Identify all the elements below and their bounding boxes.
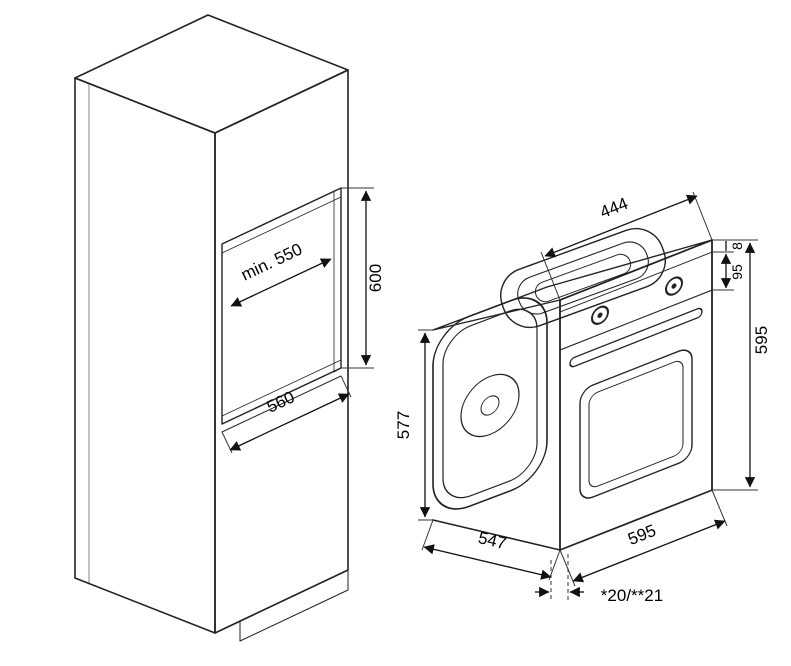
oven-rear-face [432,297,548,510]
top-trim-line [559,251,713,313]
knob-right-dot [671,283,677,289]
rear-outline [432,297,548,510]
door-handle [569,307,703,368]
recess-inner [534,253,632,303]
cabinet-top-face [74,14,349,134]
dim-label-door-protrusion: *20/**21 [601,586,663,605]
dim-label-oven-front-width: 595 [625,521,658,549]
cabinet-side-face [74,77,216,634]
cabinet-front-face [214,69,349,634]
rear-inner-outline [442,308,538,499]
dim-label-trim-height: 8 [729,242,745,250]
door-window-inner [588,360,684,488]
dim-line-niche-width [229,393,350,451]
dim-line-oven-front-width [572,519,726,583]
dim-oven-depth: 547 [421,519,561,581]
dim-label-niche-height: 600 [366,264,385,292]
dim-oven-rear-height: 577 [394,329,433,521]
ext-line [692,191,713,241]
oven-drawing: 444 577 547 595 595 [394,191,771,605]
dim-label-niche-width: 560 [264,387,298,416]
dim-label-panel-height: 95 [729,264,745,280]
dim-oven-front-height: 595 [712,239,771,491]
rear-fan-hub [480,395,500,416]
door-window-outer [579,349,693,499]
niche-right-wall [333,187,342,373]
rear-fan-circle [460,373,520,438]
dim-niche-depth: min. 550 [230,240,332,307]
dim-door-protrusion: *20/**21 [535,554,663,605]
cabinet-drawing: min. 550 600 560 [74,14,385,642]
dim-oven-top-width: 444 [540,191,713,301]
knob-left-dot [597,312,603,318]
dim-oven-front-width: 595 [559,489,728,587]
oven-front-face [559,239,713,551]
dim-line-oven-top-width [544,194,698,258]
niche-top-thickness [221,187,342,254]
cabinet-plinth [239,569,349,642]
niche-opening [221,187,342,425]
knob-left [591,305,609,325]
ext-line [540,251,561,301]
dim-label-niche-depth: min. 550 [238,240,305,285]
dim-label-oven-depth: 547 [476,528,508,553]
dim-label-oven-front-height: 595 [752,326,771,354]
ext-line [340,375,352,398]
dim-label-oven-top-width: 444 [597,194,630,222]
control-panel-line [559,289,713,351]
ext-line [421,519,434,551]
knob-right [665,276,683,296]
dim-trim-and-panel: 8 95 [712,241,745,291]
oven-top-face [432,239,713,331]
dim-line-niche-depth [230,258,332,307]
dim-label-oven-rear-height: 577 [394,411,413,439]
dim-niche-height: 600 [341,187,385,369]
dim-line-oven-depth [423,544,552,580]
